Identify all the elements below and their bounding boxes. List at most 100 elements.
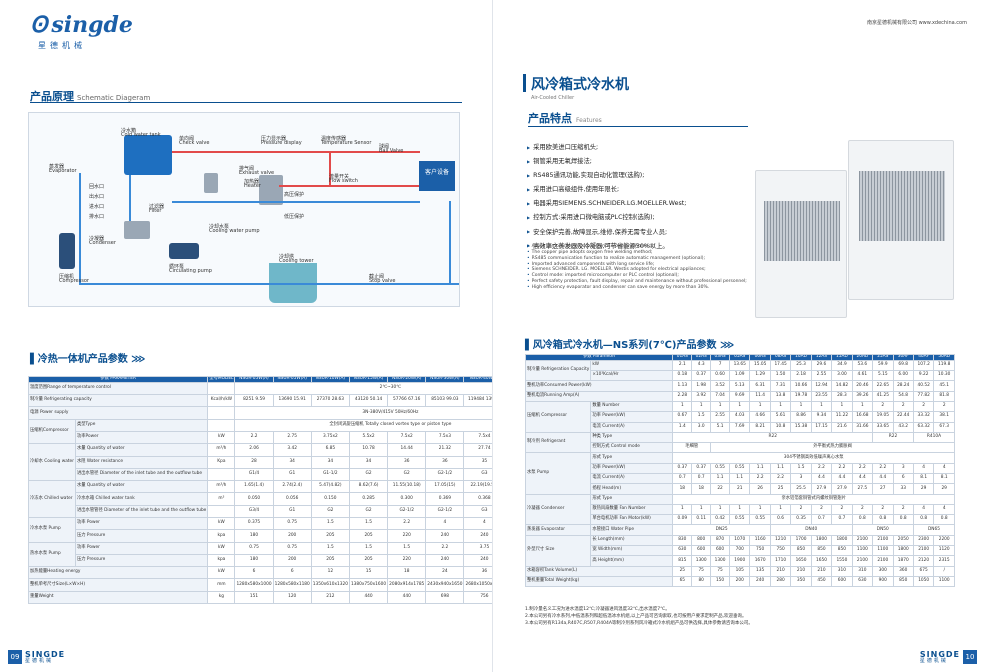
features-list-en: Adopt compressor imported from Europe an…: [527, 244, 757, 291]
row-group: 冷凝器 Condenser: [524, 493, 592, 526]
diagram-label: Check valve: [179, 140, 210, 146]
diagram-label: 压缩机: [59, 274, 75, 280]
row-label: 水管接口 Water Pipe: [590, 524, 674, 536]
cell-value: 45.1: [933, 380, 955, 392]
cell-value: G2-1/2: [387, 504, 427, 518]
cell-value: 0.42: [710, 514, 730, 526]
table-row: 进出水管径 Diameter of the inlet tube and the…: [29, 467, 492, 482]
feature-item-en: Control mode: imported microcomputer or …: [527, 273, 757, 279]
cell-value: 1380x750x1600: [348, 578, 389, 592]
cell-value: 0.37: [672, 462, 693, 474]
diagram-label: Filter: [149, 208, 162, 214]
cell-value: 毛细管: [672, 442, 712, 454]
cell-value: 3.52: [710, 380, 730, 392]
row-unit: Kpa: [207, 455, 236, 469]
cell-value: 450: [810, 575, 833, 588]
cell-value: 25.5: [790, 483, 812, 495]
row-label: 高 Height(mm): [590, 555, 674, 567]
cell-value: 0.8: [912, 514, 935, 526]
cell-value: 8.1: [912, 472, 935, 485]
cell-value: 21: [728, 483, 751, 495]
cell-value: 17.05(15): [425, 480, 465, 494]
cell-value: G1-1/2: [310, 467, 350, 482]
row-unit: kpa: [207, 529, 236, 543]
row-unit: [207, 381, 236, 396]
cell-value: 220: [387, 553, 427, 568]
cell-value: 1160: [749, 534, 771, 547]
diagram-label: 进水口: [89, 204, 105, 210]
diagram-label: 球阀: [379, 144, 390, 150]
cell-value: 1: [749, 503, 771, 516]
cell-value: 2.2: [831, 462, 853, 474]
cell-value: 1.5: [691, 411, 712, 423]
cold-pipe: [172, 201, 420, 203]
row-label: 长 Length(mm): [590, 534, 674, 547]
cell-value: 2100: [912, 545, 935, 557]
cell-value: 1.13: [672, 380, 693, 392]
cell-value: 2.55: [710, 411, 730, 423]
diagram-label: 低压保护: [284, 214, 305, 220]
cell-value: 2430x940x1650: [425, 578, 465, 592]
cell-value: 1: [710, 503, 730, 516]
cell-value: 18: [691, 483, 712, 495]
diagram-label: Exhaust valve: [239, 170, 275, 176]
cell-value: 4: [425, 516, 465, 531]
cell-value: 240: [425, 529, 465, 543]
cell-value: 81.8: [933, 390, 955, 402]
cell-value: 200: [272, 553, 312, 568]
diagram-label: 出水口: [89, 194, 105, 200]
cell-value: 850: [790, 545, 812, 557]
row-group: 压缩机 Compressor: [524, 400, 592, 433]
heater: [259, 175, 283, 205]
cell-value: 43.2: [892, 421, 914, 433]
title-bar: [523, 74, 526, 92]
cell-value: 1: [710, 400, 730, 413]
cell-value: 1650: [810, 555, 833, 567]
row-unit: [207, 467, 236, 482]
cell-value: 0.35: [790, 514, 812, 526]
cell-value: 0.368: [463, 492, 492, 506]
feature-item-en: High efficiency evaporator and condenser…: [527, 285, 757, 291]
cell-value: 12.94: [810, 380, 833, 392]
cell-value: 1800: [831, 534, 853, 547]
row-unit: kg: [207, 590, 236, 605]
cell-value: 2100: [872, 555, 894, 567]
cell-value: 10.78: [348, 443, 389, 457]
cold-pipe: [79, 173, 81, 283]
cell-value: 240: [749, 575, 771, 588]
cell-value: 240: [463, 553, 492, 568]
cell-value: 35: [463, 455, 492, 469]
cell-value: 600: [691, 545, 712, 557]
row-unit: mm: [207, 578, 236, 592]
cell-value: 2.55: [810, 370, 833, 382]
cold-water-tank: [124, 135, 172, 175]
row-group: 制冷剂 Refrigerant: [524, 431, 592, 454]
cell-value: 25: [769, 483, 792, 495]
cell-value: 20.46: [851, 380, 874, 392]
cell-value: 2.06: [234, 443, 274, 457]
cell-value: 0.7: [810, 514, 833, 526]
model-header: NSUR-20W(A): [387, 376, 427, 383]
feature-item-en: Perfect safety protection, fault display…: [527, 279, 757, 285]
cell-value: G3: [463, 504, 492, 518]
cell-value: 3.0: [691, 421, 712, 433]
cell-value: 4.4: [872, 472, 894, 485]
row-label: kW: [590, 359, 674, 372]
cell-value: 0.369: [425, 492, 465, 506]
cell-value: 1100: [851, 545, 874, 557]
diagram-label: Compressor: [59, 278, 89, 284]
cell-value: 119484 139.08: [463, 394, 492, 408]
cell-value: 0.8: [851, 514, 874, 526]
row-unit: kW: [207, 541, 236, 555]
feature-item-cn: 安全保护完善,故障显示,维修,保养无需专业人员;: [527, 227, 787, 236]
customer-equipment-label: 客户设备: [424, 169, 449, 176]
cell-value: 13.8: [769, 390, 792, 402]
cell-value: 34: [272, 455, 312, 469]
